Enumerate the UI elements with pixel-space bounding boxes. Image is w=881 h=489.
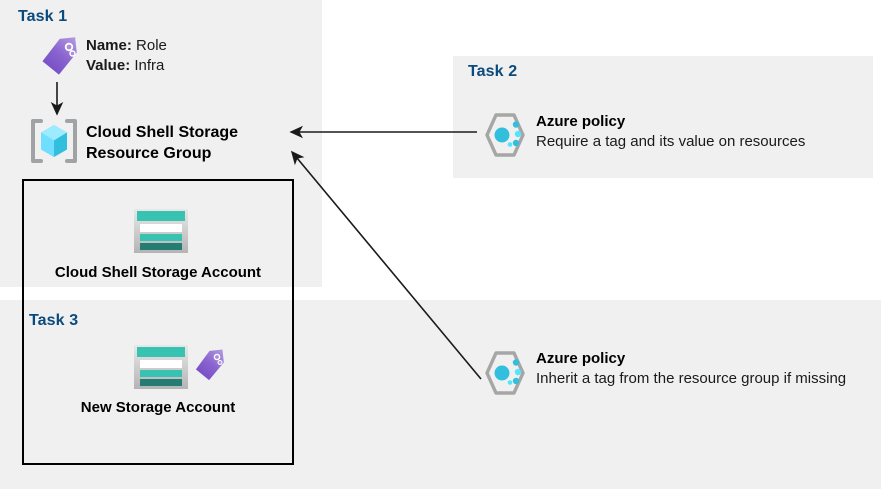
storage-account-icon xyxy=(133,208,189,254)
new-storage-account-icon xyxy=(133,344,189,390)
tag-name-label: Name: xyxy=(86,37,132,54)
tag-name-value: Role xyxy=(136,37,167,54)
task2-heading: Task 2 xyxy=(468,63,518,80)
tag-icon xyxy=(40,36,80,78)
tag-value-value: Infra xyxy=(134,57,165,74)
task3-policy-description: Inherit a tag from the resource group if… xyxy=(536,370,847,387)
task2-policy-name: Azure policy xyxy=(536,113,626,130)
task1-heading: Task 1 xyxy=(18,8,68,25)
tag-key-value-block: Name: Role Value: Infra xyxy=(86,36,167,76)
task2-policy-description: Require a tag and its value on resources xyxy=(536,133,806,150)
resource-group-icon xyxy=(30,118,78,164)
cloud-shell-storage-account-label: Cloud Shell Storage Account xyxy=(54,264,262,281)
task3-policy-block: Azure policy Inherit a tag from the reso… xyxy=(536,349,866,389)
task3-policy-name: Azure policy xyxy=(536,350,626,367)
resource-group-title-line2: Resource Group xyxy=(86,145,212,162)
task2-policy-block: Azure policy Require a tag and its value… xyxy=(536,112,866,152)
task2-panel xyxy=(453,56,873,178)
azure-policy-icon-2 xyxy=(479,350,527,396)
tag-value-label: Value: xyxy=(86,57,131,74)
new-storage-account-label: New Storage Account xyxy=(80,399,236,416)
tag-icon-small xyxy=(194,349,226,383)
azure-policy-icon xyxy=(479,112,527,158)
resource-group-title: Cloud Shell Storage Resource Group xyxy=(86,122,286,164)
task3-heading: Task 3 xyxy=(29,312,79,329)
resource-group-title-line1: Cloud Shell Storage xyxy=(86,124,239,141)
